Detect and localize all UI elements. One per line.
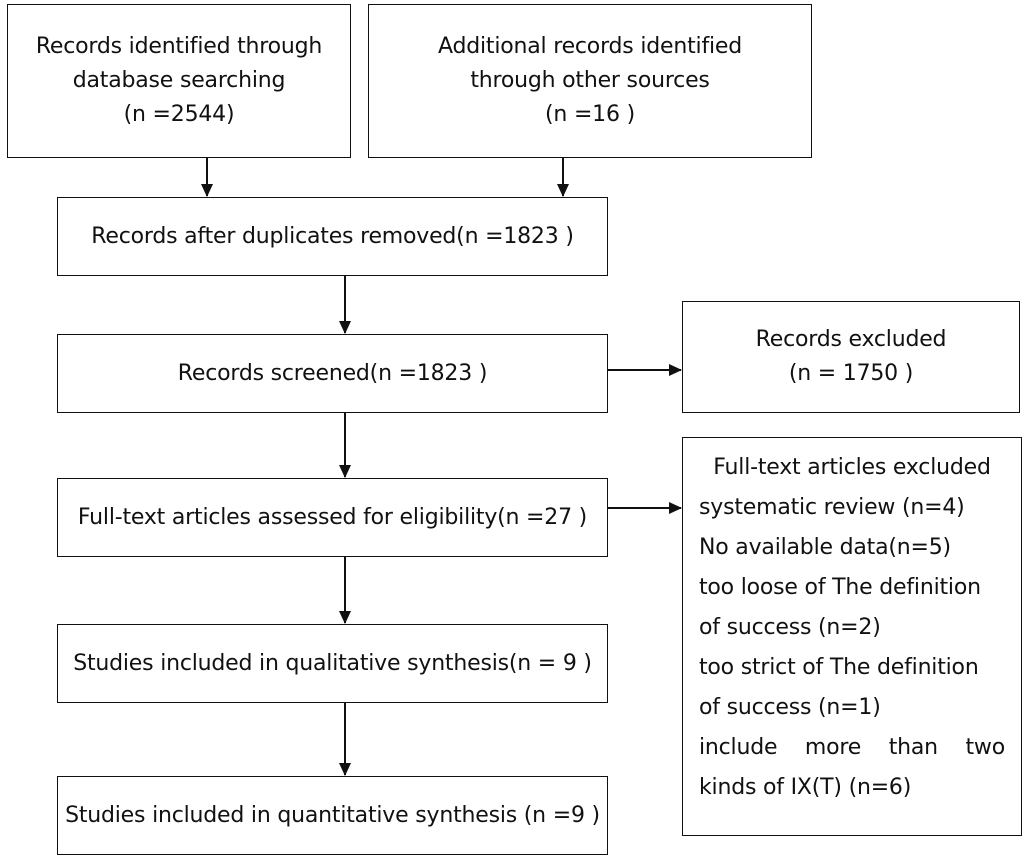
- justified-word: two: [965, 735, 1005, 760]
- exclusion-reason: No available data(n=5): [699, 535, 951, 560]
- duplicates-removed-label: Records after duplicates removed(n =1823…: [91, 223, 574, 249]
- database-records-box: Records identified through database sear…: [7, 4, 351, 158]
- other-sources-count: (n =16 ): [545, 102, 635, 127]
- justified-word: than: [888, 735, 938, 760]
- quantitative-synthesis-box: Studies included in quantitative synthes…: [57, 776, 608, 855]
- justified-word: include: [699, 735, 778, 760]
- database-line-1: Records identified through: [35, 34, 323, 59]
- records-screened-label: Records screened(n =1823 ): [177, 360, 488, 386]
- exclusion-reason: kinds of IX(T) (n=6): [699, 775, 912, 800]
- exclusion-reason-justified: include more than two: [699, 728, 1005, 768]
- exclusion-reason: systematic review (n=4): [699, 495, 965, 520]
- database-line-2: database searching: [72, 68, 286, 93]
- exclusion-reason: of success (n=1): [699, 695, 881, 720]
- full-text-excluded-title: Full-text articles excluded: [713, 455, 991, 480]
- other-sources-line-1: Additional records identified: [437, 34, 742, 59]
- exclusion-reason: of success (n=2): [699, 615, 881, 640]
- full-text-excluded-box: Full-text articles excluded systematic r…: [682, 437, 1022, 836]
- records-screened-box: Records screened(n =1823 ): [57, 334, 608, 413]
- full-text-assessed-label: Full-text articles assessed for eligibil…: [77, 504, 588, 530]
- qualitative-synthesis-label: Studies included in qualitative synthesi…: [73, 650, 592, 676]
- quantitative-synthesis-label: Studies included in quantitative synthes…: [65, 802, 600, 828]
- full-text-assessed-box: Full-text articles assessed for eligibil…: [57, 478, 608, 557]
- duplicates-removed-box: Records after duplicates removed(n =1823…: [57, 197, 608, 276]
- other-sources-line-2: through other sources: [470, 68, 710, 93]
- database-count: (n =2544): [123, 102, 235, 127]
- exclusion-reason: too strict of The definition: [699, 655, 979, 680]
- qualitative-synthesis-box: Studies included in qualitative synthesi…: [57, 624, 608, 703]
- exclusion-reason: too loose of The definition: [699, 575, 981, 600]
- records-excluded-box: Records excluded (n = 1750 ): [682, 301, 1020, 413]
- other-sources-box: Additional records identified through ot…: [368, 4, 812, 158]
- records-excluded-label: Records excluded: [755, 327, 947, 352]
- justified-word: more: [804, 735, 862, 760]
- records-excluded-count: (n = 1750 ): [788, 361, 914, 386]
